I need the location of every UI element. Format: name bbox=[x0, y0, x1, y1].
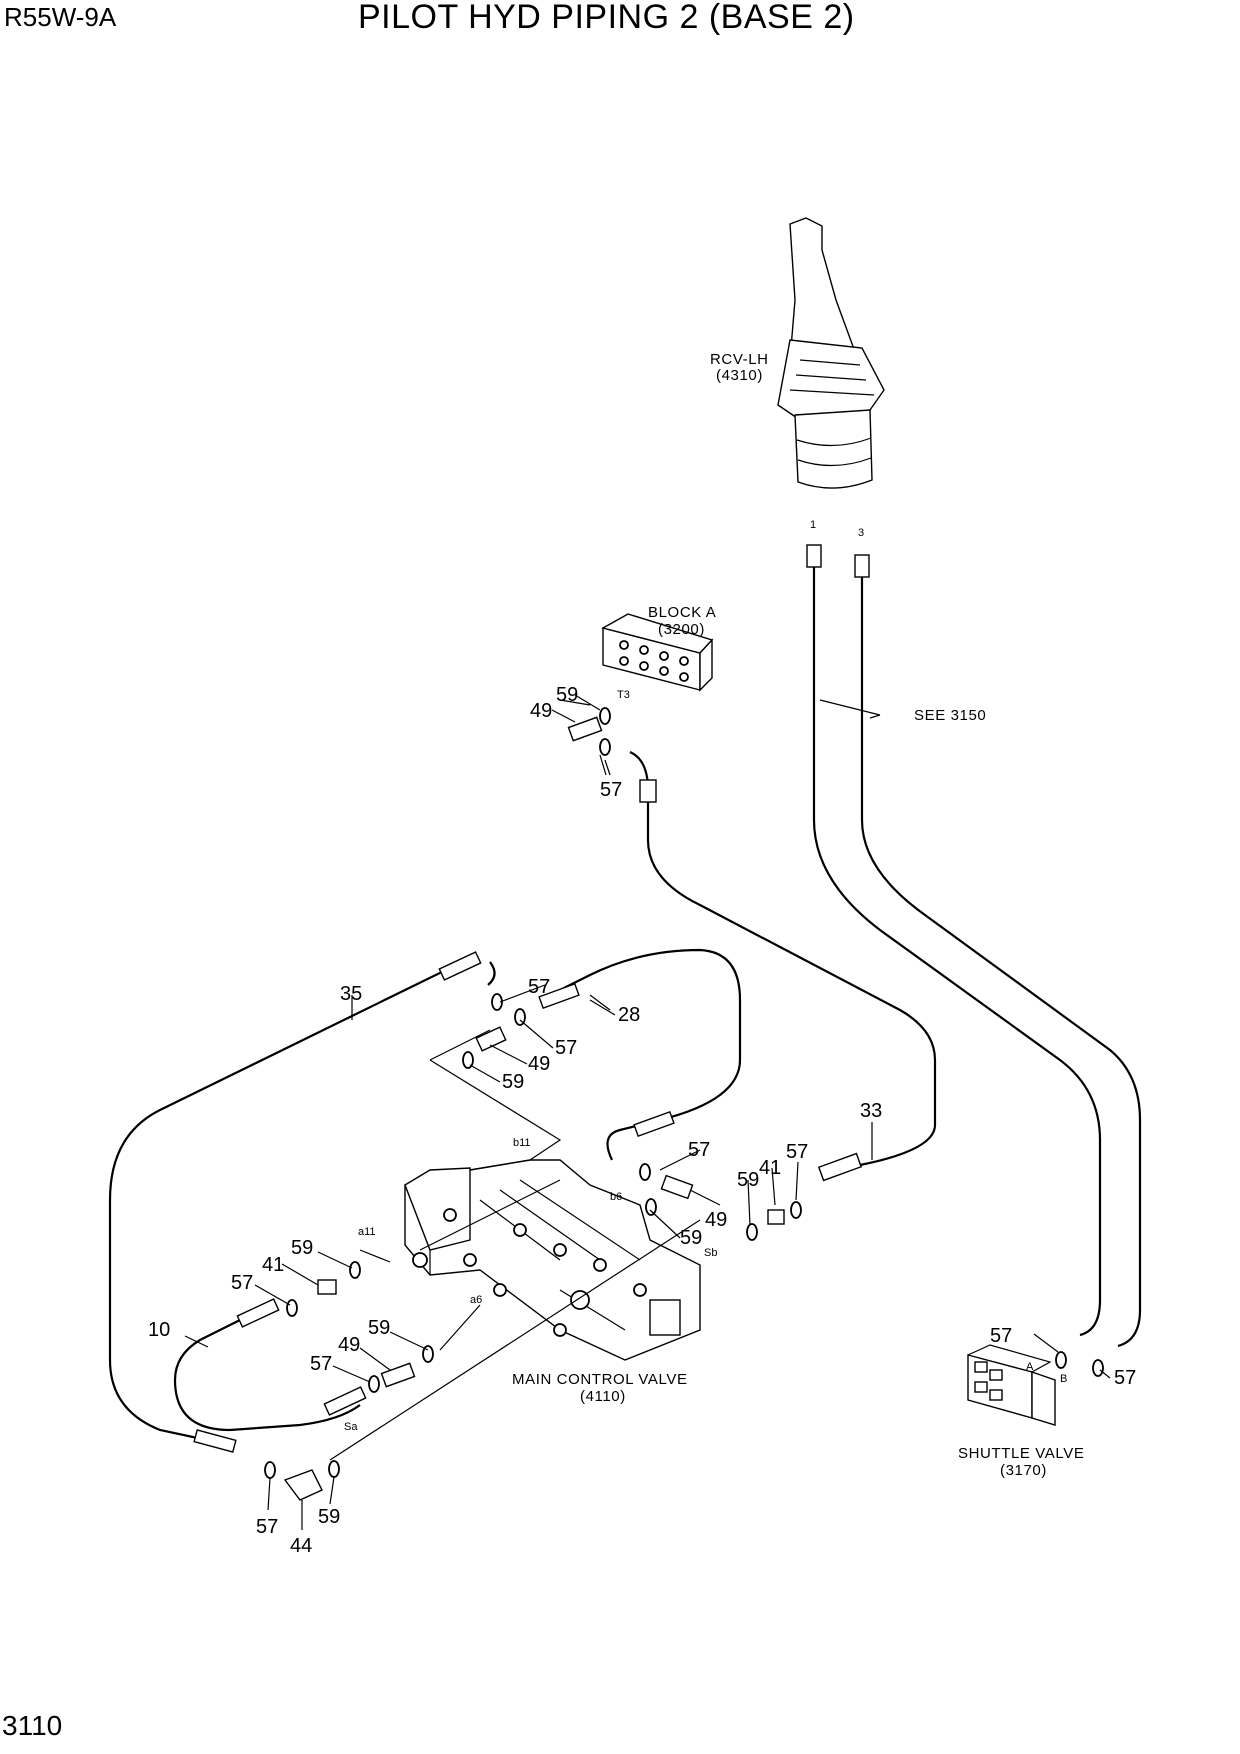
shuttle-name: SHUTTLE VALVE bbox=[958, 1445, 1084, 1462]
mcv-name: MAIN CONTROL VALVE bbox=[512, 1371, 688, 1388]
callout: 28 bbox=[618, 1004, 640, 1026]
callout: 59 bbox=[556, 684, 578, 706]
rcv-hoses bbox=[806, 544, 1142, 1348]
callout: 59 bbox=[502, 1071, 524, 1093]
callout: 49 bbox=[528, 1053, 550, 1075]
rcv-lh-joystick bbox=[777, 217, 885, 489]
shuttle-code: (3170) bbox=[1000, 1462, 1047, 1479]
callout: 44 bbox=[290, 1535, 312, 1557]
rcv-port-1: 1 bbox=[810, 519, 816, 531]
callout: 59 bbox=[291, 1237, 313, 1259]
shuttle-port-a: A bbox=[1026, 1361, 1034, 1373]
callout: 57 bbox=[1114, 1367, 1136, 1389]
mcv-port-sb: Sb bbox=[704, 1247, 717, 1259]
hose-33 bbox=[817, 1122, 873, 1182]
block-a-name: BLOCK A bbox=[648, 604, 716, 621]
rcv-name: RCV-LH bbox=[710, 351, 769, 368]
callout: 41 bbox=[759, 1157, 781, 1179]
mcv-code: (4110) bbox=[580, 1388, 626, 1405]
rcv-code: (4310) bbox=[716, 367, 763, 384]
callout: 57 bbox=[786, 1141, 808, 1163]
callout: 57 bbox=[256, 1516, 278, 1538]
rcv-port-3: 3 bbox=[858, 527, 864, 539]
mcv-port-a11: a11 bbox=[358, 1226, 376, 1238]
hose-28 bbox=[538, 948, 742, 1161]
shuttle-port-b: B bbox=[1060, 1373, 1067, 1385]
callout: 57 bbox=[231, 1272, 253, 1294]
callout: 33 bbox=[860, 1100, 882, 1122]
mcv-port-b11: b11 bbox=[513, 1137, 531, 1149]
block-port-t3: T3 bbox=[617, 689, 630, 701]
fittings-cluster bbox=[264, 993, 1104, 1501]
callout: 59 bbox=[318, 1506, 340, 1528]
page-title: PILOT HYD PIPING 2 (BASE 2) bbox=[358, 0, 855, 36]
see-3150-note: SEE 3150 bbox=[914, 707, 986, 724]
callout: 35 bbox=[340, 983, 362, 1005]
callout: 57 bbox=[600, 779, 622, 801]
block-fittings bbox=[559, 699, 937, 1167]
main-control-valve bbox=[404, 1159, 701, 1361]
callout: 41 bbox=[262, 1254, 284, 1276]
mcv-port-sa: Sa bbox=[344, 1421, 358, 1433]
hose-35 bbox=[108, 951, 496, 1453]
callout: 57 bbox=[310, 1353, 332, 1375]
callout: 49 bbox=[530, 700, 552, 722]
page-number: 3110 bbox=[2, 1710, 63, 1741]
mcv-port-b6: b6 bbox=[610, 1191, 622, 1203]
model-code: R55W-9A bbox=[4, 2, 117, 32]
b11-leader bbox=[429, 1029, 562, 1171]
mcv-port-a6: a6 bbox=[470, 1294, 482, 1306]
hose-10 bbox=[173, 1298, 367, 1432]
shuttle-valve bbox=[967, 1344, 1056, 1426]
callout-leaders bbox=[254, 694, 1111, 1530]
block-a bbox=[601, 613, 714, 692]
callout: 49 bbox=[705, 1209, 727, 1231]
callout: 59 bbox=[680, 1227, 702, 1249]
callout: 57 bbox=[555, 1037, 577, 1059]
callout: 49 bbox=[338, 1334, 360, 1356]
block-a-code: (3200) bbox=[658, 621, 705, 638]
callout: 10 bbox=[148, 1319, 170, 1341]
callout: 57 bbox=[990, 1325, 1012, 1347]
callout: 59 bbox=[368, 1317, 390, 1339]
